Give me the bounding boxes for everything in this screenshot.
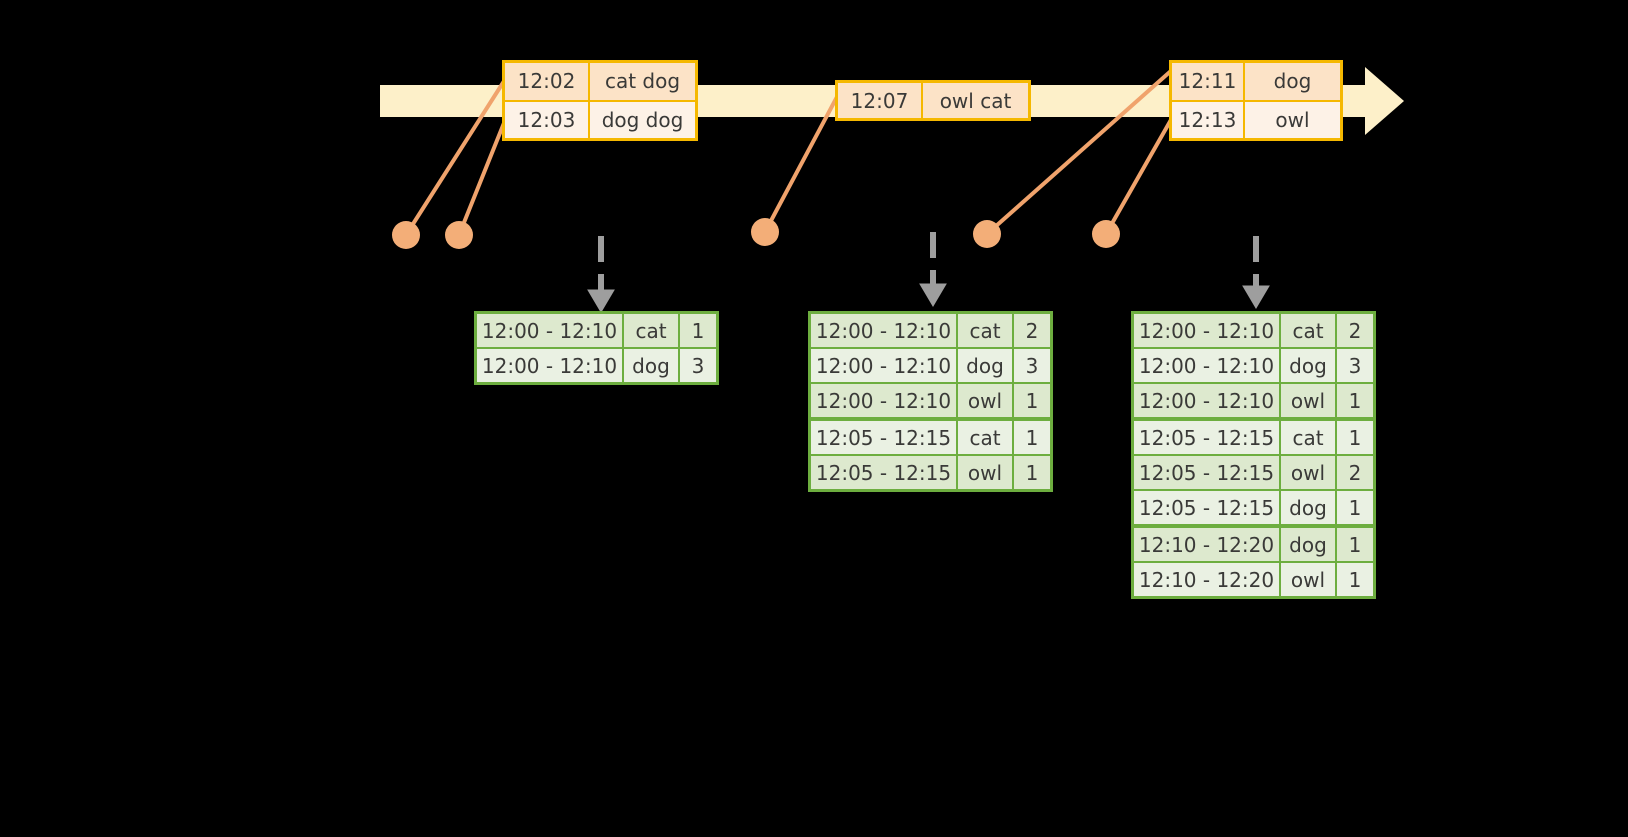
key-cell: dog	[1281, 349, 1335, 382]
count-cell: 1	[1014, 456, 1050, 489]
key-cell: dog	[624, 349, 678, 382]
dot-3	[751, 218, 779, 246]
key-cell: owl	[1281, 384, 1335, 417]
event-row[interactable]: 12:13 owl	[1172, 99, 1340, 138]
window-cell: 12:05 - 12:15	[811, 421, 956, 454]
window-cell: 12:10 - 12:20	[1134, 563, 1279, 596]
connector-line-4	[985, 68, 1174, 236]
event-time: 12:07	[838, 83, 923, 118]
key-cell: cat	[958, 314, 1012, 347]
count-cell: 2	[1014, 314, 1050, 347]
event-time: 12:03	[505, 101, 590, 138]
dot-2	[445, 221, 473, 249]
window-cell: 12:00 - 12:10	[1134, 314, 1279, 347]
window-cell: 12:00 - 12:10	[811, 384, 956, 417]
key-cell: cat	[1281, 421, 1335, 454]
connector-line-5	[1104, 116, 1174, 236]
count-cell: 1	[1337, 384, 1373, 417]
key-cell: dog	[958, 349, 1012, 382]
count-cell: 1	[680, 314, 716, 347]
event-value: owl	[1245, 101, 1340, 138]
window-cell: 12:05 - 12:15	[1134, 421, 1279, 454]
window-cell: 12:05 - 12:15	[811, 456, 956, 489]
count-cell: 1	[1337, 491, 1373, 524]
count-cell: 1	[1337, 528, 1373, 561]
event-value: dog dog	[590, 101, 695, 138]
key-cell: cat	[1281, 314, 1335, 347]
window-cell: 12:00 - 12:10	[477, 349, 622, 382]
event-value: owl cat	[923, 83, 1028, 118]
event-row[interactable]: 12:11 dog	[1172, 63, 1340, 100]
dot-4	[973, 220, 1001, 248]
count-cell: 2	[1337, 456, 1373, 489]
event-time: 12:13	[1172, 101, 1245, 138]
emit-arrow-1	[587, 236, 615, 313]
connector-line-3	[763, 93, 840, 234]
count-cell: 1	[1337, 421, 1373, 454]
count-cell: 1	[1014, 384, 1050, 417]
window-cell: 12:05 - 12:15	[1134, 491, 1279, 524]
event-row[interactable]: 12:03 dog dog	[505, 99, 695, 138]
event-box-1[interactable]: 12:02 cat dog 12:03 dog dog	[502, 60, 698, 141]
count-cell: 2	[1337, 314, 1373, 347]
window-cell: 12:05 - 12:15	[1134, 456, 1279, 489]
connector-lines	[404, 68, 1174, 237]
event-row[interactable]: 12:02 cat dog	[505, 63, 695, 100]
window-cell: 12:00 - 12:10	[477, 314, 622, 347]
connector-line-1	[404, 76, 508, 237]
window-cell: 12:00 - 12:10	[811, 349, 956, 382]
event-row[interactable]: 12:07 owl cat	[838, 83, 1028, 118]
dot-1	[392, 221, 420, 249]
event-box-2[interactable]: 12:07 owl cat	[835, 80, 1031, 121]
window-cell: 12:10 - 12:20	[1134, 528, 1279, 561]
count-cell: 3	[1014, 349, 1050, 382]
key-cell: owl	[1281, 456, 1335, 489]
count-cell: 1	[1014, 421, 1050, 454]
count-cell: 3	[680, 349, 716, 382]
window-cell: 12:00 - 12:10	[811, 314, 956, 347]
key-cell: owl	[958, 384, 1012, 417]
key-cell: owl	[958, 456, 1012, 489]
key-cell: dog	[1281, 491, 1335, 524]
window-cell: 12:00 - 12:10	[1134, 384, 1279, 417]
emit-arrow-2	[919, 232, 947, 307]
event-time: 12:02	[505, 63, 590, 100]
key-cell: dog	[1281, 528, 1335, 561]
count-cell: 3	[1337, 349, 1373, 382]
connector-line-2	[457, 116, 508, 237]
emit-arrow-3	[1242, 236, 1270, 309]
key-cell: cat	[624, 314, 678, 347]
window-cell: 12:00 - 12:10	[1134, 349, 1279, 382]
event-value: dog	[1245, 63, 1340, 100]
connector-dots	[392, 218, 1120, 249]
count-cell: 1	[1337, 563, 1373, 596]
key-cell: cat	[958, 421, 1012, 454]
dot-5	[1092, 220, 1120, 248]
emit-arrows	[587, 232, 1270, 313]
event-value: cat dog	[590, 63, 695, 100]
event-time: 12:11	[1172, 63, 1245, 100]
event-box-3[interactable]: 12:11 dog 12:13 owl	[1169, 60, 1343, 141]
key-cell: owl	[1281, 563, 1335, 596]
